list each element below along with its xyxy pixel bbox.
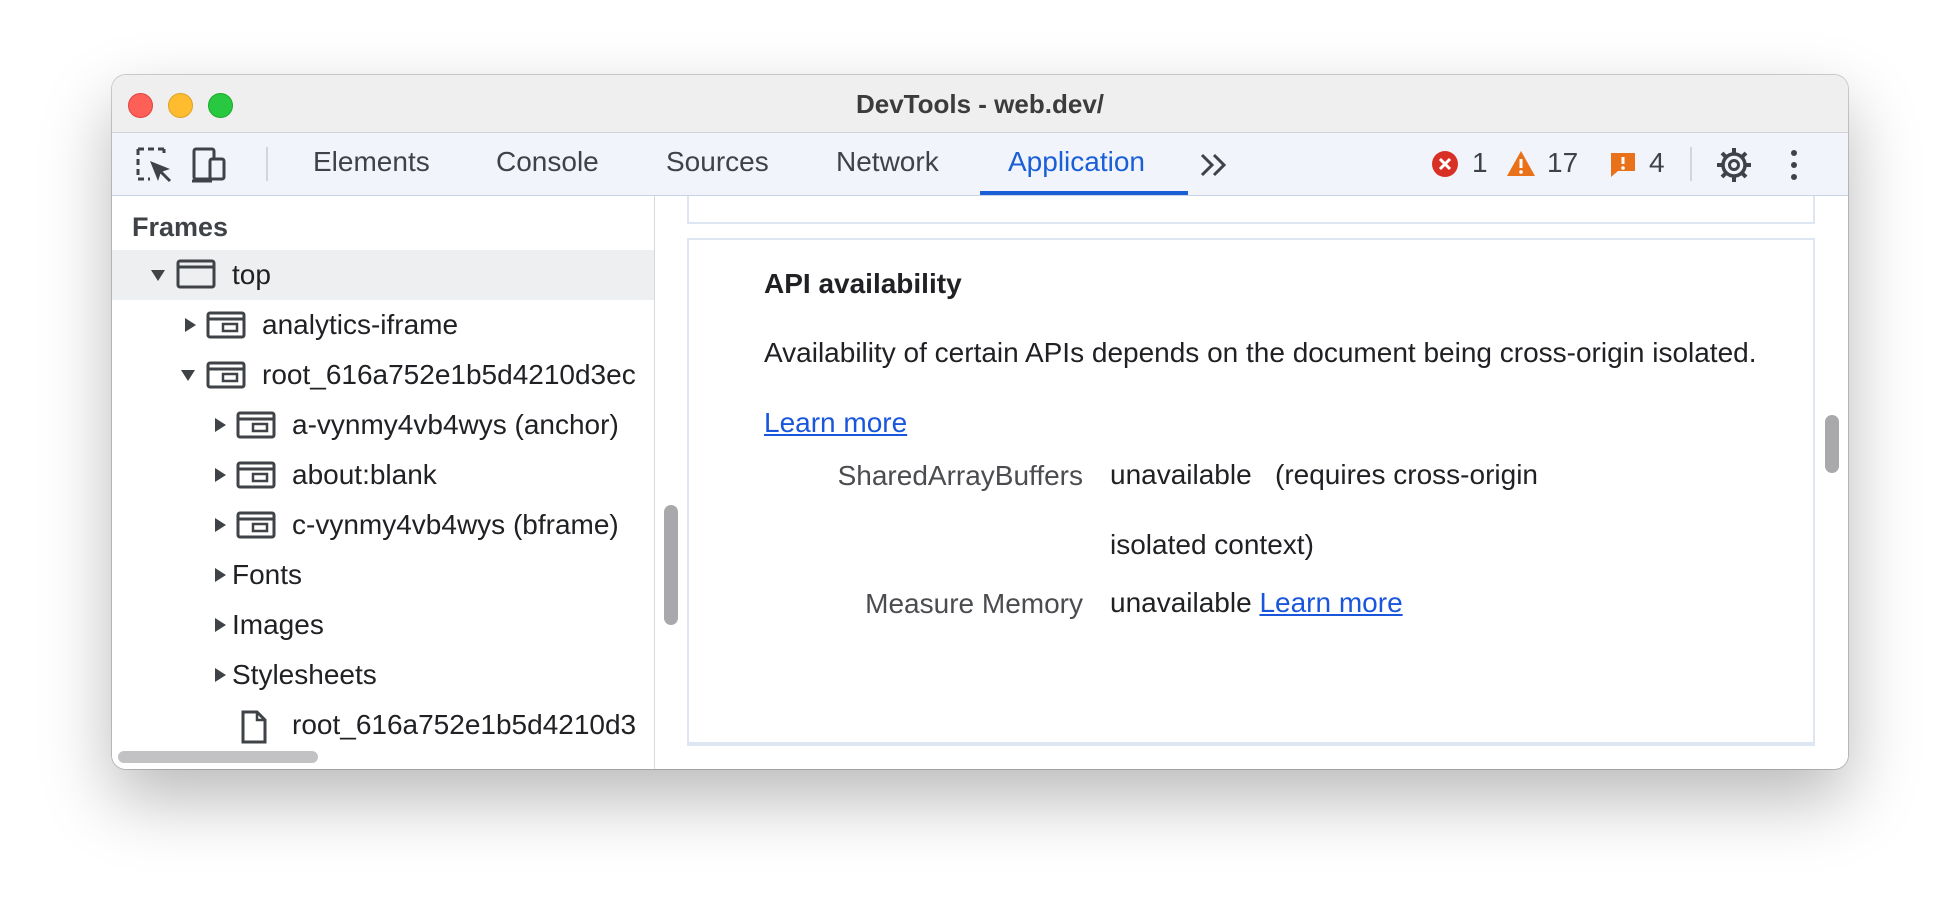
- tree-item-analytics-iframe[interactable]: analytics-iframe: [112, 300, 654, 350]
- shared-array-buffers-value: unavailable (requires cross-origin isola…: [1110, 440, 1570, 580]
- error-icon[interactable]: [1430, 149, 1460, 179]
- tree-item-top[interactable]: top: [112, 250, 654, 300]
- device-toolbar-icon[interactable]: [190, 145, 230, 185]
- learn-more-link[interactable]: Learn more: [764, 407, 908, 438]
- frame-icon: [206, 361, 246, 389]
- tree-item-images[interactable]: Images: [112, 600, 654, 650]
- tree-item-label: analytics-iframe: [262, 309, 459, 340]
- tree-item-label: c-vynmy4vb4wys (bframe): [292, 509, 619, 540]
- tab-elements[interactable]: Elements: [313, 146, 430, 177]
- tree-item-root-frame[interactable]: root_616a752e1b5d4210d3ec: [112, 350, 654, 400]
- collapsed-triangle-icon[interactable]: [212, 617, 228, 633]
- expanded-triangle-icon[interactable]: [150, 267, 166, 283]
- tree-item-fonts[interactable]: Fonts: [112, 550, 654, 600]
- frame-icon: [236, 411, 276, 439]
- window-title: DevTools - web.dev/: [855, 89, 1104, 119]
- tree-item-stylesheet-file[interactable]: root_616a752e1b5d4210d3: [112, 700, 654, 750]
- sidebar-vertical-scrollbar-thumb[interactable]: [664, 505, 678, 625]
- tree-item-label: about:blank: [292, 459, 437, 490]
- tree-item-stylesheets[interactable]: Stylesheets: [112, 650, 654, 700]
- section-description: Availability of certain APIs depends on …: [764, 318, 1764, 458]
- frames-sidebar: Frames top analytics-iframe: [112, 196, 655, 769]
- shared-array-buffers-label: SharedArrayBuffers: [837, 460, 1083, 491]
- tab-application[interactable]: Application: [1008, 146, 1145, 177]
- window-icon: [176, 259, 216, 289]
- tree-item-label: top: [232, 259, 271, 290]
- collapsed-triangle-icon[interactable]: [212, 667, 228, 683]
- file-icon: [241, 710, 267, 744]
- api-availability-card: API availability Availability of certain…: [687, 238, 1815, 744]
- tree-item-label: Images: [232, 609, 324, 640]
- expanded-triangle-icon[interactable]: [180, 367, 196, 383]
- tree-item-label: root_616a752e1b5d4210d3ec: [262, 359, 636, 390]
- devtools-toolbar: Elements Console Sources Network Applica…: [112, 133, 1848, 196]
- select-element-icon[interactable]: [134, 145, 174, 185]
- warning-icon[interactable]: [1506, 149, 1536, 179]
- toolbar-separator: [266, 147, 268, 181]
- collapsed-triangle-icon[interactable]: [212, 567, 228, 583]
- tab-sources[interactable]: Sources: [666, 146, 769, 177]
- collapsed-triangle-icon[interactable]: [212, 417, 228, 433]
- tab-console[interactable]: Console: [496, 146, 599, 177]
- zoom-window-button[interactable]: [208, 93, 233, 118]
- measure-memory-value: unavailable Learn more: [1110, 568, 1570, 638]
- status-text: unavailable: [1110, 587, 1252, 618]
- warning-count[interactable]: 17: [1547, 147, 1579, 178]
- devtools-window: DevTools - web.dev/ Elements Console Sou…: [112, 75, 1848, 769]
- measure-memory-label: Measure Memory: [865, 588, 1083, 619]
- main-vertical-scrollbar-thumb[interactable]: [1825, 415, 1839, 473]
- tree-item-label: a-vynmy4vb4wys (anchor): [292, 409, 619, 440]
- tab-network[interactable]: Network: [836, 146, 939, 177]
- tree-item-label: root_616a752e1b5d4210d3: [292, 709, 637, 740]
- title-bar: DevTools - web.dev/: [112, 75, 1848, 133]
- gear-icon[interactable]: [1714, 145, 1754, 185]
- status-note: (requires cross-origin isolated context): [1110, 459, 1538, 560]
- tree-item-anchor-frame[interactable]: a-vynmy4vb4wys (anchor): [112, 400, 654, 450]
- close-window-button[interactable]: [128, 93, 153, 118]
- issue-count[interactable]: 4: [1649, 147, 1665, 178]
- more-vertical-icon[interactable]: [1774, 145, 1814, 185]
- minimize-window-button[interactable]: [168, 93, 193, 118]
- next-section-card: [687, 744, 1815, 769]
- status-text: unavailable: [1110, 459, 1252, 490]
- chevron-double-right-icon[interactable]: [1196, 147, 1232, 183]
- active-tab-indicator: [980, 191, 1188, 195]
- tree-item-label: Stylesheets: [232, 659, 377, 690]
- description-text: Availability of certain APIs depends on …: [764, 337, 1757, 368]
- collapsed-triangle-icon[interactable]: [212, 517, 228, 533]
- error-count[interactable]: 1: [1472, 147, 1488, 178]
- frame-icon: [236, 461, 276, 489]
- tree-item-about-blank[interactable]: about:blank: [112, 450, 654, 500]
- tree-item-bframe[interactable]: c-vynmy4vb4wys (bframe): [112, 500, 654, 550]
- section-title: API availability: [764, 268, 962, 299]
- main-scrollbar-track: [1815, 196, 1848, 769]
- toolbar-separator: [1690, 147, 1692, 181]
- horizontal-scrollbar[interactable]: [112, 744, 654, 769]
- issue-icon[interactable]: [1608, 149, 1638, 179]
- tree-item-label: Fonts: [232, 559, 303, 590]
- collapsed-triangle-icon[interactable]: [182, 317, 198, 333]
- collapsed-triangle-icon[interactable]: [212, 467, 228, 483]
- horizontal-scrollbar-thumb[interactable]: [118, 751, 318, 763]
- frame-icon: [236, 511, 276, 539]
- previous-section-card: [687, 196, 1815, 224]
- measure-memory-learn-more-link[interactable]: Learn more: [1259, 587, 1403, 618]
- frame-icon: [206, 311, 246, 339]
- sidebar-heading: Frames: [132, 212, 229, 242]
- main-panel: API availability Availability of certain…: [687, 196, 1815, 769]
